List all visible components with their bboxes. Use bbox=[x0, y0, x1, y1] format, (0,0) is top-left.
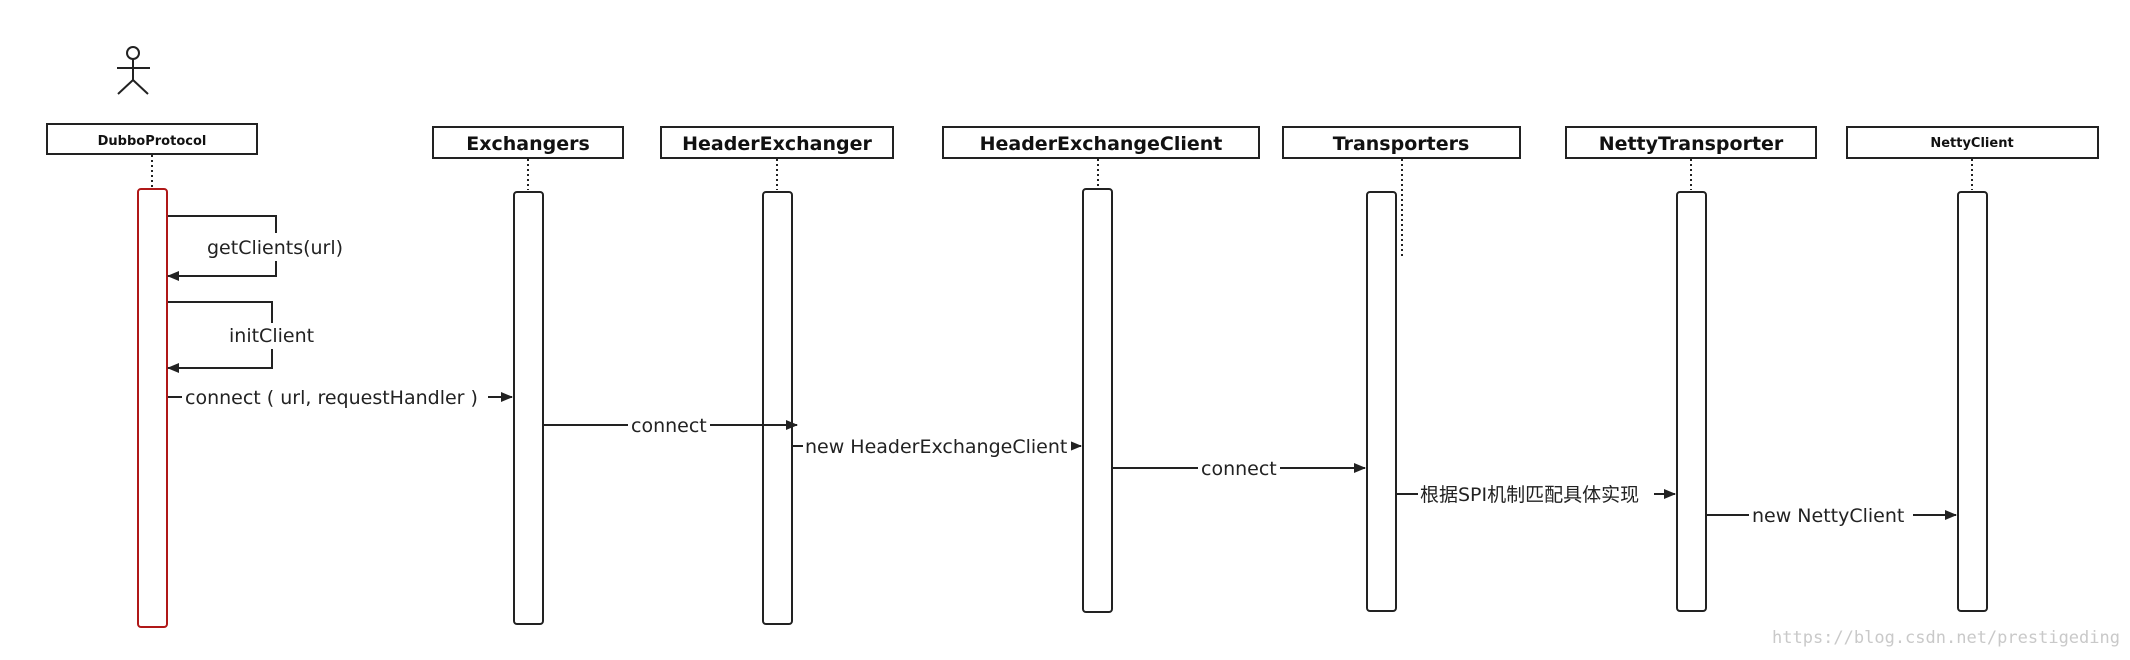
participant-label: HeaderExchangeClient bbox=[980, 133, 1223, 155]
message-label: connect ( url, requestHandler ) bbox=[185, 387, 478, 409]
participant-dubbo-protocol: DubboProtocol bbox=[46, 123, 258, 628]
participant-netty-transporter: NettyTransporter bbox=[1565, 126, 1817, 612]
message-spi-match: 根据SPI机制匹配具体实现 bbox=[1397, 481, 1676, 508]
participant-header-exchange-client: HeaderExchangeClient bbox=[942, 126, 1260, 613]
watermark-url: https://blog.csdn.net/prestigeding bbox=[1772, 628, 2120, 648]
message-connect-url: connect ( url, requestHandler ) bbox=[168, 383, 513, 411]
activation-bar bbox=[1082, 188, 1113, 613]
message-new-netty-client: new NettyClient bbox=[1707, 502, 1957, 529]
message-init-client: initClient bbox=[167, 301, 323, 373]
message-label: connect bbox=[1201, 458, 1277, 480]
activation-bar bbox=[1366, 191, 1397, 612]
participant-label: NettyClient bbox=[1930, 136, 2013, 151]
participant-label: NettyTransporter bbox=[1599, 133, 1784, 155]
participant-label: Exchangers bbox=[466, 133, 590, 155]
activation-bar bbox=[513, 191, 544, 625]
activation-bar bbox=[1676, 191, 1707, 612]
activation-bar bbox=[1957, 191, 1988, 612]
participant-netty-client: NettyClient bbox=[1846, 126, 2099, 612]
message-connect-exchanger: connect bbox=[544, 412, 798, 439]
message-label: new HeaderExchangeClient bbox=[805, 436, 1067, 458]
message-label: initClient bbox=[229, 325, 314, 347]
message-label: new NettyClient bbox=[1752, 505, 1904, 527]
message-new-header-exchange-client: new HeaderExchangeClient bbox=[793, 433, 1082, 460]
participant-label: Transporters bbox=[1333, 133, 1470, 155]
message-get-clients: getClients(url) bbox=[167, 215, 350, 281]
message-label: getClients(url) bbox=[207, 237, 343, 259]
activation-bar bbox=[762, 191, 793, 625]
message-label: 根据SPI机制匹配具体实现 bbox=[1420, 484, 1639, 506]
message-label: connect bbox=[631, 415, 707, 437]
participant-label: HeaderExchanger bbox=[682, 133, 872, 155]
participant-label: DubboProtocol bbox=[98, 134, 207, 149]
participant-transporters: Transporters bbox=[1282, 126, 1521, 612]
participant-header-exchanger: HeaderExchanger bbox=[660, 126, 894, 625]
participant-exchangers: Exchangers bbox=[432, 126, 624, 625]
message-connect-transporters: connect bbox=[1113, 455, 1366, 482]
actor-icon bbox=[117, 46, 150, 95]
activation-bar bbox=[137, 188, 168, 628]
